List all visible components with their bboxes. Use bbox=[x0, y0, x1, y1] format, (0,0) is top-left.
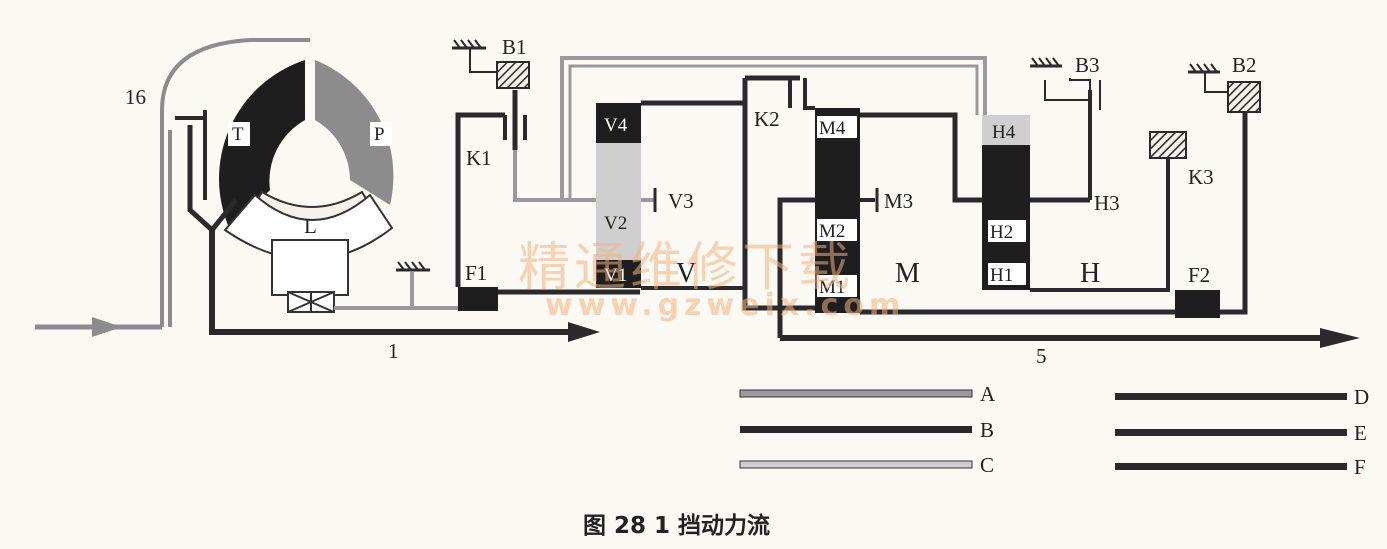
legend-key-b: B bbox=[980, 418, 994, 442]
label-k3: K3 bbox=[1188, 165, 1214, 189]
label-v4: V4 bbox=[604, 115, 628, 136]
legend-bar-e bbox=[1115, 429, 1347, 436]
label-k1: K1 bbox=[466, 146, 492, 170]
label-m2: M2 bbox=[819, 221, 845, 242]
clutch-k3 bbox=[1149, 131, 1187, 159]
label-m3: M3 bbox=[884, 189, 913, 213]
label-m4: M4 bbox=[819, 118, 846, 139]
label-b2: B2 bbox=[1232, 53, 1257, 77]
watermark-url: www.gzweix.com bbox=[545, 288, 905, 323]
label-k2: K2 bbox=[754, 107, 780, 131]
label-v3: V3 bbox=[668, 189, 694, 213]
ground-symbol-b2 bbox=[1188, 63, 1220, 74]
brake-b2 bbox=[1227, 81, 1261, 113]
label-h: H bbox=[1080, 258, 1100, 289]
turbine-shaft bbox=[175, 110, 600, 342]
torque-converter bbox=[219, 60, 394, 313]
label-f1: F1 bbox=[465, 261, 487, 285]
legend-key-f: F bbox=[1354, 455, 1366, 479]
freewheel-f1 bbox=[458, 287, 498, 311]
brake-b1 bbox=[496, 61, 530, 89]
legend: A B C D E F bbox=[739, 382, 1369, 479]
label-t: T bbox=[232, 124, 244, 145]
label-h3: H3 bbox=[1094, 191, 1120, 215]
ground-symbol-b3 bbox=[1030, 57, 1062, 68]
freewheel-f2 bbox=[1175, 290, 1220, 318]
label-h4: H4 bbox=[992, 122, 1016, 143]
legend-key-a: A bbox=[980, 382, 996, 406]
ground-symbol-b1 bbox=[452, 39, 486, 50]
label-5: 5 bbox=[1036, 344, 1047, 368]
legend-bar-c bbox=[739, 460, 973, 469]
label-v1: V1 bbox=[604, 265, 627, 286]
legend-bar-f bbox=[1115, 463, 1347, 470]
label-b1: B1 bbox=[502, 35, 527, 59]
legend-bar-b bbox=[740, 426, 972, 433]
label-h2: H2 bbox=[990, 222, 1013, 243]
input-shaft bbox=[35, 38, 310, 337]
planet-set-h bbox=[982, 90, 1170, 292]
label-m1: M1 bbox=[819, 277, 845, 298]
planet-set-v bbox=[596, 100, 850, 311]
legend-key-c: C bbox=[980, 453, 994, 477]
ground-symbol bbox=[396, 261, 430, 272]
label-1: 1 bbox=[388, 339, 399, 363]
label-v2: V2 bbox=[604, 213, 627, 234]
label-l: L bbox=[304, 214, 317, 238]
label-16: 16 bbox=[125, 85, 146, 109]
label-m: M bbox=[895, 258, 920, 289]
label-b3: B3 bbox=[1075, 53, 1100, 77]
figure-caption: 图 28 1 挡动力流 bbox=[583, 512, 770, 539]
watermark-text: 精通维修下载 bbox=[518, 238, 854, 298]
label-h1: H1 bbox=[990, 265, 1013, 286]
label-v: V bbox=[676, 258, 696, 289]
legend-bar-d bbox=[1115, 393, 1347, 400]
legend-bar-a bbox=[739, 389, 973, 398]
label-f2: F2 bbox=[1188, 263, 1210, 287]
label-p: P bbox=[374, 124, 385, 145]
legend-key-e: E bbox=[1354, 421, 1367, 445]
legend-key-d: D bbox=[1354, 385, 1369, 409]
